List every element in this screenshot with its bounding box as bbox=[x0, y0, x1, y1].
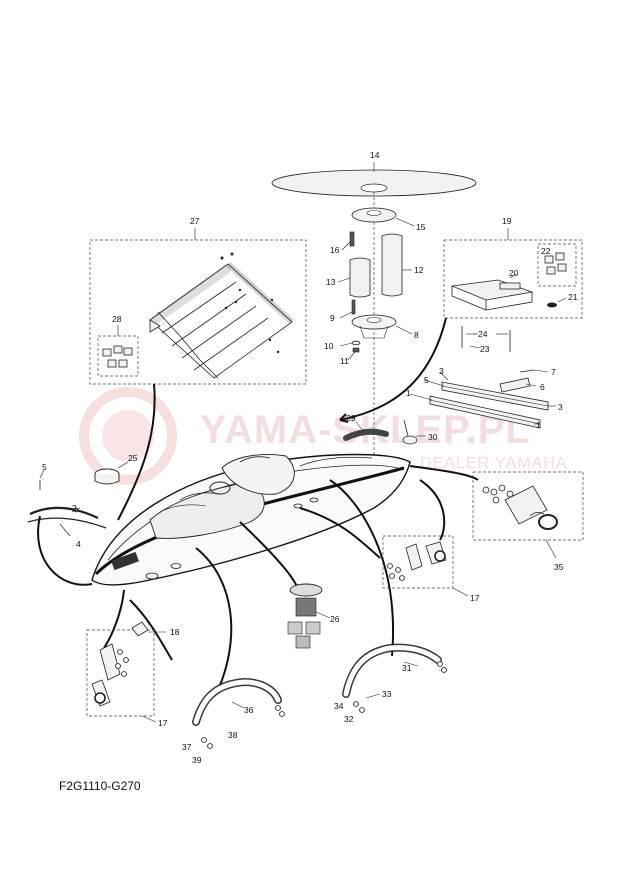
ladder-hardware-kit bbox=[102, 345, 133, 368]
callout-25: 25 bbox=[128, 453, 138, 463]
callout-1-top: 1 bbox=[406, 388, 411, 398]
ladder-part bbox=[149, 252, 295, 379]
callout-3-top: 3 bbox=[439, 366, 444, 376]
ladder-assembly-box bbox=[89, 228, 307, 385]
callout-5-right: 5 bbox=[424, 375, 429, 385]
connector-lines bbox=[37, 317, 479, 691]
pedestal-assembly bbox=[337, 192, 415, 475]
callout-36: 36 bbox=[244, 705, 254, 715]
bolt-set-23-24 bbox=[461, 326, 511, 352]
callout-26: 26 bbox=[330, 614, 340, 624]
callout-10: 10 bbox=[324, 341, 334, 351]
callout-38: 38 bbox=[228, 730, 238, 740]
callout-15: 15 bbox=[416, 222, 426, 232]
callout-16: 16 bbox=[330, 245, 340, 255]
callout-30: 30 bbox=[428, 432, 438, 442]
callout-39: 39 bbox=[192, 755, 202, 765]
callout-20: 20 bbox=[509, 268, 519, 278]
cover-disc-part bbox=[271, 162, 477, 197]
callout-7: 7 bbox=[551, 367, 556, 377]
callout-32: 32 bbox=[344, 714, 354, 724]
cup-holder-part bbox=[94, 461, 129, 485]
callout-33: 33 bbox=[382, 689, 392, 699]
callout-24: 24 bbox=[478, 329, 488, 339]
callout-6: 6 bbox=[540, 382, 545, 392]
callout-5-left: 5 bbox=[42, 462, 47, 472]
callout-4: 4 bbox=[76, 539, 81, 549]
cable-parts-left bbox=[27, 469, 107, 537]
callout-8: 8 bbox=[414, 330, 419, 340]
callout-19: 19 bbox=[502, 216, 512, 226]
tow-eye-box bbox=[472, 471, 584, 559]
callout-28: 28 bbox=[112, 314, 122, 324]
grommet-part bbox=[547, 302, 557, 308]
callout-27: 27 bbox=[190, 216, 200, 226]
watermark-logo-core bbox=[102, 410, 154, 462]
callout-11: 11 bbox=[340, 356, 349, 366]
callout-21: 21 bbox=[568, 292, 578, 302]
callout-22: 22 bbox=[541, 246, 551, 256]
callout-23: 23 bbox=[480, 344, 490, 354]
callout-17-right: 17 bbox=[470, 593, 480, 603]
callout-17-left: 17 bbox=[158, 718, 168, 728]
callout-34: 34 bbox=[334, 701, 344, 711]
callout-14: 14 bbox=[370, 150, 380, 160]
callout-9: 9 bbox=[330, 313, 335, 323]
callout-1-right: 1 bbox=[536, 420, 541, 430]
watermark-sub-text: DEALER YAMAHA bbox=[420, 455, 568, 472]
mounting-bracket-part bbox=[450, 279, 534, 311]
diagram-code: F2G1110-G270 bbox=[59, 779, 141, 793]
boat-hull bbox=[91, 453, 411, 586]
grab-handle-left bbox=[192, 677, 285, 749]
callout-35: 35 bbox=[554, 562, 564, 572]
callout-labels: 14 15 16 12 13 9 8 10 11 27 28 19 22 20 … bbox=[42, 150, 578, 765]
callout-3-right: 3 bbox=[558, 402, 563, 412]
callout-12: 12 bbox=[414, 265, 424, 275]
grab-handle-right bbox=[342, 643, 447, 713]
rail-assembly bbox=[409, 369, 556, 429]
callout-2: 2 bbox=[72, 503, 77, 513]
watermark-logo-ring bbox=[79, 387, 177, 485]
callout-29: 29 bbox=[346, 413, 356, 423]
bracket-assembly-box bbox=[443, 228, 583, 319]
spring-pad-parts bbox=[287, 583, 331, 649]
side-cleat-box-right bbox=[382, 535, 469, 597]
tow-eye-hardware bbox=[482, 484, 514, 504]
hose-clamp-parts bbox=[343, 419, 426, 445]
callout-31: 31 bbox=[402, 663, 412, 673]
callout-37: 37 bbox=[182, 742, 192, 752]
side-cleat-box-left bbox=[86, 621, 166, 723]
callout-18: 18 bbox=[170, 627, 180, 637]
bracket-hardware-kit bbox=[544, 252, 567, 275]
callout-13: 13 bbox=[326, 277, 336, 287]
